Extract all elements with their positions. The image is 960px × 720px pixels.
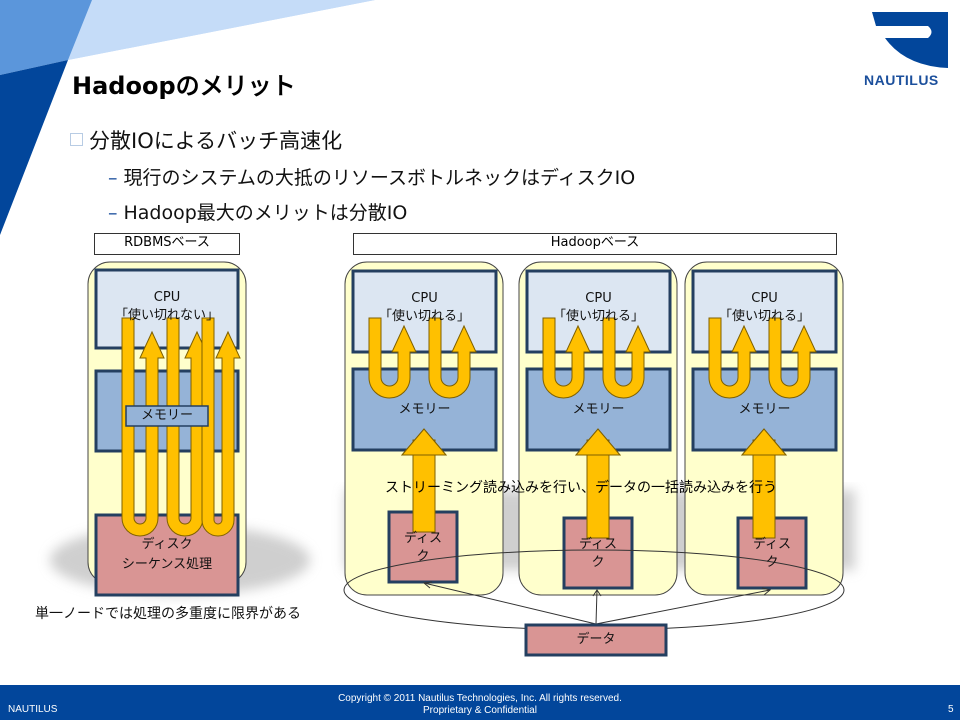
confidential-line: Proprietary & Confidential: [423, 705, 537, 716]
bullet-level1: 分散IOによるバッチ高速化: [70, 125, 342, 155]
corner-mid-band: [0, 0, 92, 75]
slide-title: Hadoopのメリット: [72, 72, 296, 100]
hadoop-disk-label: ディスク: [738, 536, 806, 572]
hadoop-disk-label: ディスク: [564, 536, 632, 572]
bullet-square-icon: [70, 133, 83, 146]
hadoop-cpu-label: CPU 「使い切れる」: [693, 290, 836, 326]
hadoop-memory-label: メモリー: [738, 402, 791, 417]
rdbms-header: RDBMSベース: [94, 233, 240, 255]
logo-text: NAUTILUS: [864, 72, 939, 88]
hadoop-node: [344, 261, 504, 596]
page-number: 5: [948, 704, 954, 715]
cpu-status: 「使い切れる」: [378, 309, 470, 324]
footer-brand: NAUTILUS: [8, 704, 58, 715]
bullet-level2: –Hadoop最大のメリットは分散IO: [108, 198, 407, 225]
hadoop-header: Hadoopベース: [353, 233, 837, 255]
disk-title: ディス: [403, 531, 443, 546]
cpu-memory-uturn-arrow: [602, 317, 651, 399]
disk-desc: シーケンス処理: [121, 557, 213, 572]
bullet-level2: –現行のシステムの大抵のリソースボトルネックはディスクIO: [108, 163, 635, 190]
bullet-text: 分散IOによるバッチ高速化: [89, 129, 343, 153]
cpu-title: CPU: [585, 291, 612, 306]
cpu-memory-uturn-arrow: [542, 317, 591, 399]
rdbms-memory-label-box: [125, 405, 209, 427]
disk-title: ディス: [752, 537, 792, 552]
disk-title: ディス: [578, 537, 618, 552]
footer-copyright: Copyright © 2011 Nautilus Technologies, …: [260, 693, 700, 717]
data-arrow-left: [423, 582, 597, 625]
disk-to-memory-arrowhead: [574, 428, 622, 456]
cpu-memory-uturn-arrow: [368, 317, 417, 399]
disk-title-cont: ク: [765, 555, 779, 570]
hadoop-memory-label: メモリー: [572, 402, 625, 417]
data-arrow-right: [595, 589, 771, 625]
hadoop-node: [684, 261, 844, 596]
disk-to-memory-arrowhead: [740, 428, 788, 456]
cpu-status: 「使い切れない」: [114, 308, 219, 323]
bullet-text: Hadoop最大のメリットは分散IO: [123, 202, 408, 224]
corner-dark-band: [0, 60, 68, 235]
footer-bar: [0, 685, 960, 720]
bullet-text: 現行のシステムの大抵のリソースボトルネックはディスクIO: [123, 167, 636, 189]
cpu-title: CPU: [751, 291, 778, 306]
hadoop-disk-label: ディスク: [389, 530, 457, 566]
hadoop-node: [518, 261, 678, 596]
rdbms-arrows: [121, 317, 241, 537]
streaming-caption: ストリーミング読み込みを行い、データの一括読み込みを行う: [385, 480, 777, 496]
rdbms-cpu-label: CPU 「使い切れない」: [96, 289, 238, 325]
disk-title-cont: ク: [416, 549, 430, 564]
rdbms-uturn-arrow: [121, 317, 165, 537]
hadoop-memory-label: メモリー: [398, 402, 451, 417]
data-arrow-center: [595, 589, 598, 625]
disk-title: ディスク: [141, 537, 193, 552]
hadoop-disk-box: [387, 510, 459, 584]
hadoop-cpu-label: CPU 「使い切れる」: [527, 290, 670, 326]
nautilus-logo-icon: [872, 12, 948, 68]
bullet-dash-icon: –: [108, 202, 118, 224]
hadoop-cpu-box: [351, 269, 498, 354]
rdbms-uturn-arrow: [201, 317, 241, 537]
hadoop-nodes: [344, 261, 844, 596]
cpu-memory-uturn-arrow: [768, 317, 817, 399]
disk-to-memory-arrowhead: [400, 428, 448, 456]
disk-title-cont: ク: [591, 555, 605, 570]
cpu-memory-uturn-arrow: [428, 317, 477, 399]
cpu-status: 「使い切れる」: [718, 309, 810, 324]
rdbms-caption: 単一ノードでは処理の多重度に限界がある: [35, 606, 301, 622]
hadoop-cpu-label: CPU 「使い切れる」: [353, 290, 496, 326]
data-box: [524, 623, 668, 657]
copyright-line: Copyright © 2011 Nautilus Technologies, …: [338, 693, 622, 704]
bullet-dash-icon: –: [108, 167, 118, 189]
corner-light-band-2: [68, 0, 375, 60]
cpu-memory-uturn-arrow: [708, 317, 757, 399]
cpu-status: 「使い切れる」: [552, 309, 644, 324]
data-box-label: データ: [576, 632, 616, 647]
rdbms-disk-label: ディスク シーケンス処理: [96, 535, 238, 575]
cpu-title: CPU: [153, 290, 181, 305]
cpu-title: CPU: [411, 291, 438, 306]
rdbms-memory-label: メモリー: [140, 408, 193, 423]
